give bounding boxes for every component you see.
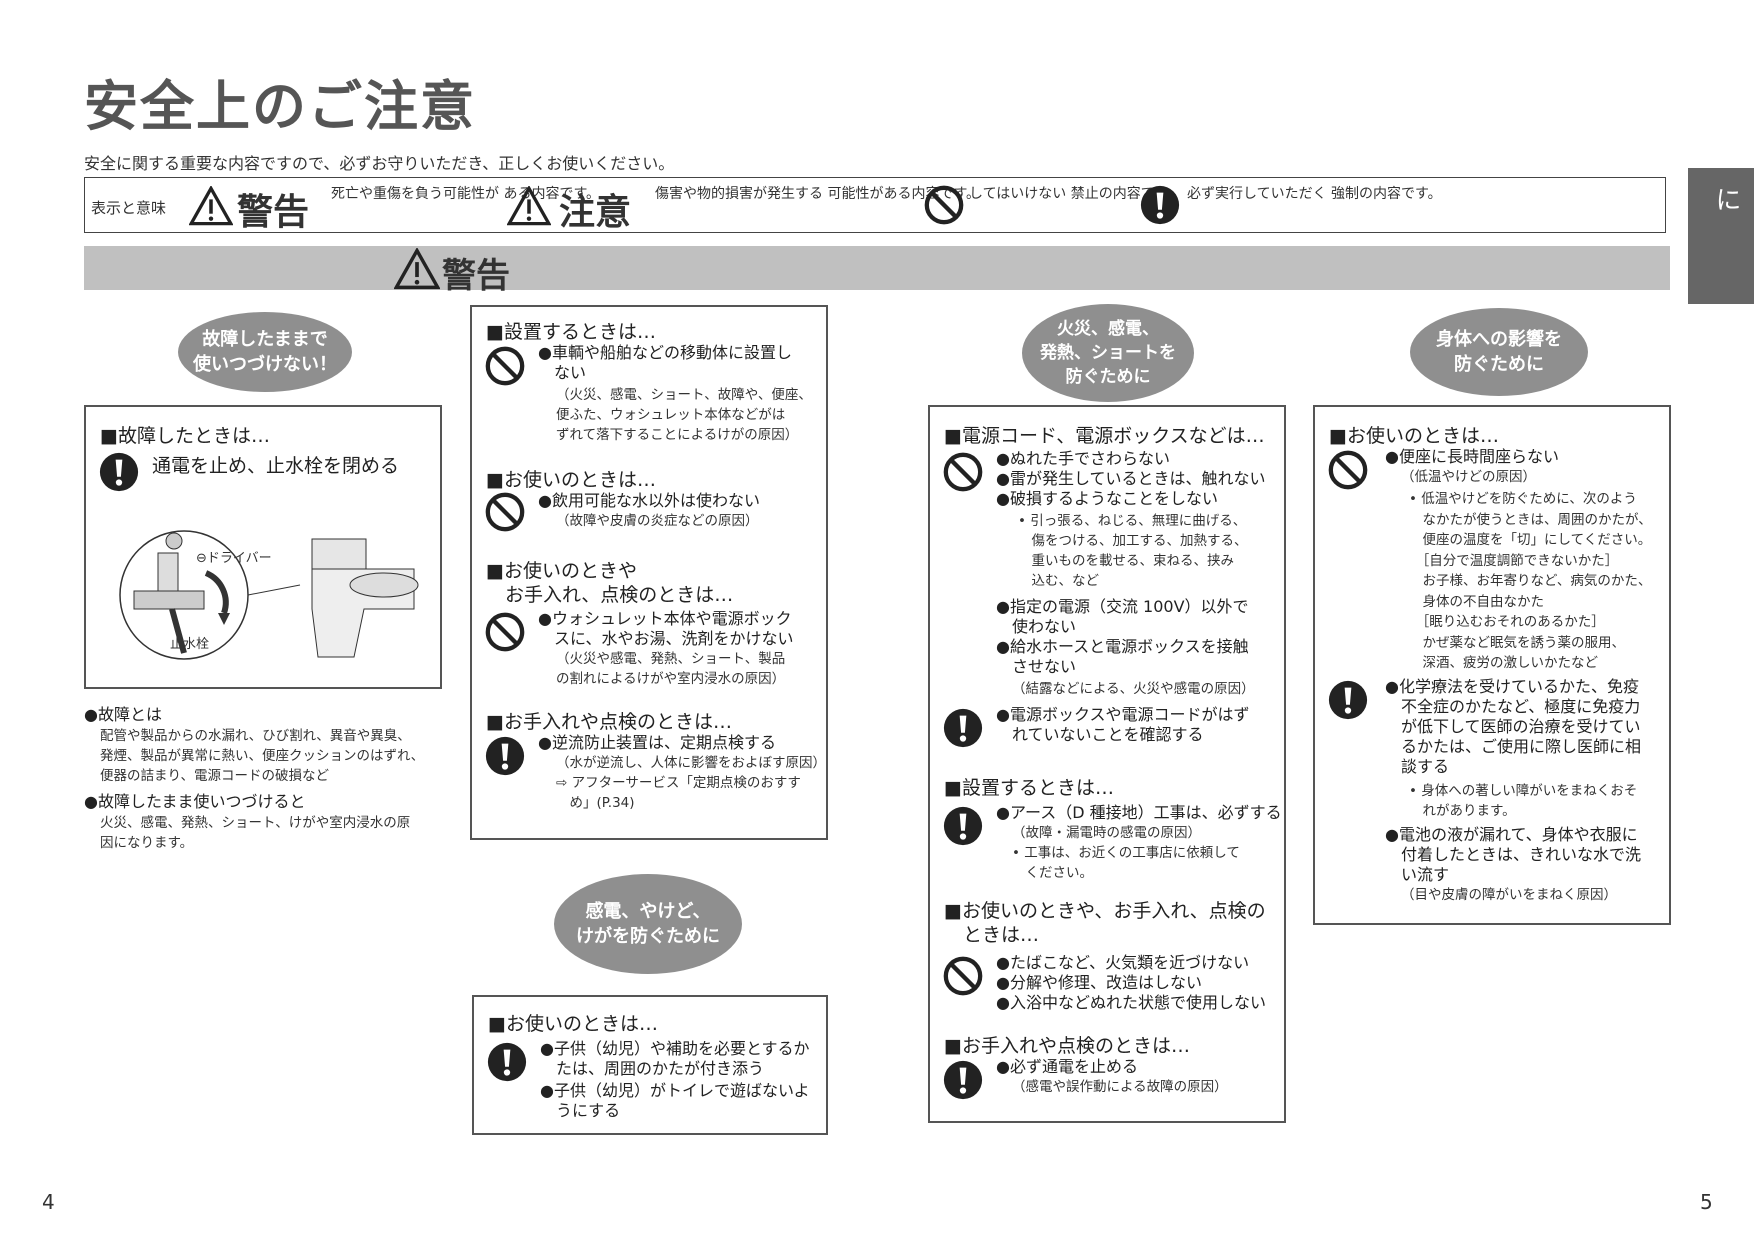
col2b-heading: ■お使いのときは… [488,1013,658,1035]
col2-box: ■設置するときは… ●車輌や船舶などの移動体に設置し ない （火災、感電、ショー… [470,305,828,840]
banner-title: 警告 [442,256,510,296]
legend-warning-word: 警告 [237,192,310,233]
col2b-item2: ●子供（幼児）がトイレで遊ばないよ うにする [540,1081,810,1120]
page-subtitle: 安全に関する重要な内容ですので、必ずお守りいただき、正しくお使いください。 [84,154,675,173]
valve-illustration [119,530,419,660]
col4-box: ■お使いのときは… ●便座に長時間座らない （低温やけどの原因） • 低温やけど… [1313,405,1671,925]
col2-item2-sub: （故障や皮膚の炎症などの原因） [556,513,759,529]
col2-heading-care: ■お手入れや点検のときは… [486,711,732,733]
page-title: 安全上のご注意 [84,75,476,138]
col2-item4-sub: （水が逆流し、人体に影響をおよぼす原因） ⇨ アフターサービス「定期点検のおすす… [556,755,826,811]
col3-item1: ●ぬれた手でさわらない ●雷が発生しているときは、触れない ●破損するようなこと… [996,449,1266,508]
prohibit-icon [942,955,984,997]
col4-heading: ■お使いのときは… [1329,425,1499,447]
col3-heading-use-care: ■お使いのときや、お手入れ、点検の ときは… [944,900,1266,946]
col4-item1-sub: （低温やけどの原因） [1401,469,1536,485]
prohibit-icon [484,491,526,533]
driver-label: ⊖ドライバー [196,551,272,566]
mandatory-icon [484,735,526,777]
warning-triangle-icon [189,186,233,226]
col4-item3-sub: （目や皮膚の障がいをまねく原因） [1401,887,1617,903]
prohibit-icon [1327,449,1369,491]
col4-item1: ●便座に長時間座らない [1385,447,1559,466]
mandatory-icon [942,1059,984,1101]
col2b-item1: ●子供（幼児）や補助を必要とするか たは、周囲のかたが付き添う [540,1039,810,1078]
col3-item6: ●必ず通電を止める [996,1057,1138,1076]
col2-item3: ●ウォシュレット本体や電源ボック スに、水やお湯、洗剤をかけない [538,609,794,648]
col4-item2: ●化学療法を受けているかた、免疫 不全症のかたなど、極度に免疫力 が低下して医師… [1385,677,1642,776]
legend-prohibit-desc: してはいけない 禁止の内容です。 [969,186,1182,202]
col1-note2-head: ●故障したまま使いつづけると [84,792,306,811]
col3-item2: ●指定の電源（交流 100V）以外で 使わない ●給水ホースと電源ボックスを接触… [996,597,1249,676]
col2-item1-sub: （火災、感電、ショート、故障や、便座、 便ふた、ウォシュレット本体などがは ずれ… [556,387,812,443]
col3-item4-sub: （故障・漏電時の感電の原因） • 工事は、お近くの工事店に依頼して ください。 [1012,825,1240,881]
col1-oval: 故障したままで 使いつづけない！ [178,312,352,392]
legend-caution-desc: 傷害や物的損害が発生する 可能性がある内容です。 [655,186,981,202]
col2-item3-sub: （火災や感電、発熱、ショート、製品 の割れによるけがや室内浸水の原因） [556,651,786,687]
mandatory-icon [942,805,984,847]
col3-item5: ●たばこなど、火気類を近づけない ●分解や修理、改造はしない ●入浴中などぬれた… [996,953,1266,1012]
col4-item3: ●電池の液が漏れて、身体や衣服に 付着したときは、きれいな水で洗 い流す [1385,825,1642,884]
page-number-left: 4 [42,1190,55,1214]
col3-item6-sub: （感電や誤作動による故障の原因） [1012,1079,1228,1095]
col2b-box: ■お使いのときは… ●子供（幼児）や補助を必要とするか たは、周囲のかたが付き添… [472,995,828,1135]
col1-note2-body: 火災、感電、発熱、ショート、けがや室内浸水の原 因になります。 [100,815,411,851]
col4-item1-note: • 低温やけどを防ぐために、次のよう なかたが使うときは、周囲のかたが、 便座の… [1409,491,1652,671]
prohibit-icon [942,451,984,493]
warning-banner: 警告 [84,246,1670,296]
prohibit-icon [484,345,526,387]
warning-triangle-icon [394,248,440,290]
col3-item1-sub: • 引っ張る、ねじる、無理に曲げる、 傷をつける、加工する、加熱する、 重いもの… [1018,513,1248,589]
col2-item2: ●飲用可能な水以外は使わない [538,491,760,510]
col3-heading-care: ■お手入れや点検のときは… [944,1035,1190,1057]
col2-item4: ●逆流防止装置は、定期点検する [538,733,776,752]
col3-heading-power: ■電源コード、電源ボックスなどは… [944,425,1265,447]
mandatory-icon [942,707,984,749]
side-tab-label: はじめに [1711,186,1754,276]
col1-note1-head: ●故障とは [84,705,162,724]
col1-action: 通電を止め、止水栓を閉める [152,455,400,477]
mandatory-icon [486,1041,528,1083]
col1-note1-body: 配管や製品からの水漏れ、ひび割れ、異音や異臭、 発煙、製品が異常に熱い、便座クッ… [100,728,425,784]
legend-mandatory-desc: 必ず実行していただく 強制の内容です。 [1187,186,1442,202]
col4-oval: 身体への影響を 防ぐために [1410,308,1588,396]
prohibit-icon [484,611,526,653]
col2-item1: ●車輌や船舶などの移動体に設置し ない [538,343,792,382]
side-tab[interactable]: はじめに [1688,168,1754,304]
page-number-right: 5 [1700,1190,1713,1214]
legend-caution-word: 注意 [559,192,632,233]
col4-item2-sub: • 身体への著しい障がいをまねくおそ れがあります。 [1409,783,1638,819]
col1-box: ■故障したときは… 通電を止め、止水栓を閉める ⊖ドライバー 止水栓 [84,405,442,689]
mandatory-icon [98,451,140,493]
col2b-oval: 感電、やけど、 けがを防ぐために [554,874,742,974]
col2-heading-use: ■お使いのときは… [486,469,656,491]
mandatory-icon [1139,184,1181,226]
col3-oval: 火災、感電、 発熱、ショートを 防ぐために [1022,304,1194,402]
col2-heading-install: ■設置するときは… [486,321,656,343]
col3-item3: ●電源ボックスや電源コードがはず れていないことを確認する [996,705,1250,744]
caution-triangle-icon [507,186,551,226]
col3-item2-sub: （結露などによる、火災や感電の原因） [1012,681,1255,697]
prohibit-icon [923,184,965,226]
legend-label: 表示と意味 [91,199,167,217]
col1-heading: ■故障したときは… [100,425,270,447]
mandatory-icon [1327,679,1369,721]
col3-item4: ●アース（D 種接地）工事は、必ずする [996,803,1282,822]
col3-box: ■電源コード、電源ボックスなどは… ●ぬれた手でさわらない ●雷が発生していると… [928,405,1286,1123]
valve-label: 止水栓 [170,637,210,652]
col2-heading-use-care: ■お使いのときや お手入れ、点検のときは… [486,560,734,606]
legend-box: 表示と意味 警告 死亡や重傷を負う可能性が ある内容です。 注意 傷害や物的損害… [84,177,1666,233]
col3-heading-install: ■設置するときは… [944,777,1114,799]
